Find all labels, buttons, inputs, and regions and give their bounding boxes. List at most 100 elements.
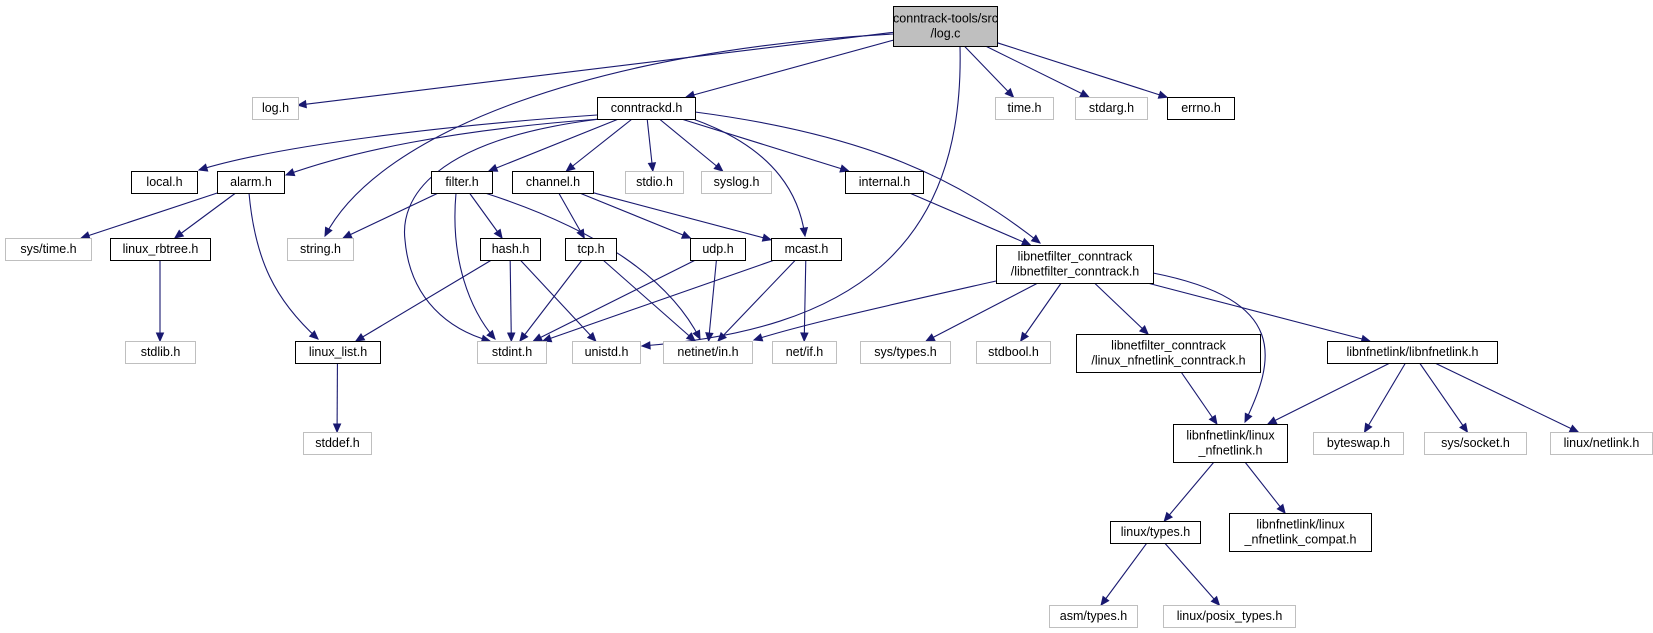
node-root[interactable]: conntrack-tools/src/log.c [893,6,998,47]
edge-arrowhead [284,168,296,177]
node-local-h[interactable]: local.h [131,171,198,194]
node-label: channel.h [526,175,580,189]
node-label: stdint.h [492,345,532,359]
edge-arrowhead [532,333,544,342]
edge-root-to-unistd_h [640,45,961,350]
edge-lnfct_h-to-stdbool_h [1019,282,1062,343]
edge-arrowhead [324,226,333,238]
edge-root-to-stdarg_h [985,45,1090,98]
edge-arrowhead [1208,414,1218,426]
edge-linux_list_h-to-stddef_h [332,362,342,434]
edge-filter_h-to-stdint_h [454,192,496,340]
node-label: errno.h [1181,101,1221,115]
node-internal-h[interactable]: internal.h [845,171,924,194]
node-errno-h[interactable]: errno.h [1167,97,1235,120]
edge-line [753,280,997,341]
edge-arrowhead [155,332,165,343]
node-box [572,341,641,364]
edge-arrowhead [800,332,809,343]
node-box [860,341,951,364]
node-stdbool-h: stdbool.h [976,341,1051,364]
edge-arrowhead [487,163,499,172]
node-box [295,341,381,364]
node-linux-list-h[interactable]: linux_list.h [295,341,381,364]
edge-line [454,192,496,340]
node-label: sys/types.h [874,345,937,359]
edge-lnfct_h-to-netinet_in_h [752,280,997,342]
node-mcast-h[interactable]: mcast.h [771,238,842,261]
node-box [131,171,198,194]
edge-line [248,192,319,340]
node-box [1167,97,1235,120]
node-box [845,171,924,194]
node-channel-h[interactable]: channel.h [512,171,594,194]
node-linux-types-h[interactable]: linux/types.h [1110,521,1201,544]
node-label: byteswap.h [1327,436,1390,450]
edge-line [355,259,492,342]
edge-line [803,259,807,342]
node-box [976,341,1051,364]
node-filter-h[interactable]: filter.h [431,171,493,194]
node-box [1313,432,1404,455]
edge-alarm_h-to-linux_rbtree_h [173,192,236,239]
node-box [995,97,1054,120]
edge-arrowhead [80,231,91,240]
node-box [1424,432,1527,455]
node-box [1229,513,1372,552]
edge-line [324,33,894,237]
edge-arrowhead [493,228,503,240]
node-box [431,171,493,194]
edge-arrowhead [197,163,209,172]
edge-line [646,118,654,172]
node-box [565,238,617,261]
edge-line [469,192,503,239]
edge-root-to-time_h [963,45,1015,98]
node-conntrackd-h[interactable]: conntrackd.h [597,97,696,120]
edge-mcast_h-to-stdint_h [541,259,775,343]
node-label: stdlib.h [141,345,181,359]
node-label: netinet/in.h [677,345,738,359]
node-nfnetlink-compat-h[interactable]: libnfnetlink/linux_nfnetlink_compat.h [1229,513,1372,552]
node-lnfct-linux-h[interactable]: libnetfilter_conntrack/linux_nfnetlink_c… [1076,334,1261,373]
node-linux-rbtree-h[interactable]: linux_rbtree.h [110,238,211,261]
node-box [771,238,842,261]
node-box [996,245,1154,284]
node-label: asm/types.h [1060,609,1127,623]
edge-arrowhead [506,332,516,343]
node-box [5,238,92,261]
node-label: conntrackd.h [611,101,683,115]
edge-linux_types_h-to-posix_types_h [1164,542,1221,606]
node-label: /linux_nfnetlink_conntrack.h [1091,354,1245,368]
node-hash-h[interactable]: hash.h [480,238,541,261]
edge-line [681,118,849,172]
edge-arrowhead [640,341,651,350]
edge-arrowhead [1138,325,1149,335]
node-box [512,171,594,194]
node-udp-h[interactable]: udp.h [690,238,746,261]
edge-arrowhead [354,332,366,342]
edge-arrowhead [519,331,529,342]
node-alarm-h[interactable]: alarm.h [217,171,285,194]
node-tcp-h[interactable]: tcp.h [565,238,617,261]
node-lnfct-h[interactable]: libnetfilter_conntrack/libnetfilter_conn… [996,245,1154,284]
edge-arrowhead [1163,511,1174,522]
node-label: syslog.h [714,175,760,189]
edge-line [297,31,894,106]
edge-line [602,259,696,342]
edge-hash_h-to-stdint_h [506,259,516,343]
edge-arrowhead [799,226,809,238]
node-libnfnetlink-h[interactable]: libnfnetlink/libnfnetlink.h [1327,341,1498,364]
node-netinet-in-h: netinet/in.h [663,341,753,364]
edge-arrowhead [1157,90,1169,99]
node-label: /log.c [931,27,961,41]
node-stdarg-h: stdarg.h [1075,97,1148,120]
edge-line [692,118,806,237]
node-box [1049,605,1138,628]
node-sys-socket-h: sys/socket.h [1424,432,1527,455]
node-box [1173,424,1288,463]
node-linux-nfnetlink-h[interactable]: libnfnetlink/linux_nfnetlink.h [1173,424,1288,463]
node-label: time.h [1007,101,1041,115]
edge-linux_nfnetlink_h-to-linux_types_h [1163,461,1215,522]
